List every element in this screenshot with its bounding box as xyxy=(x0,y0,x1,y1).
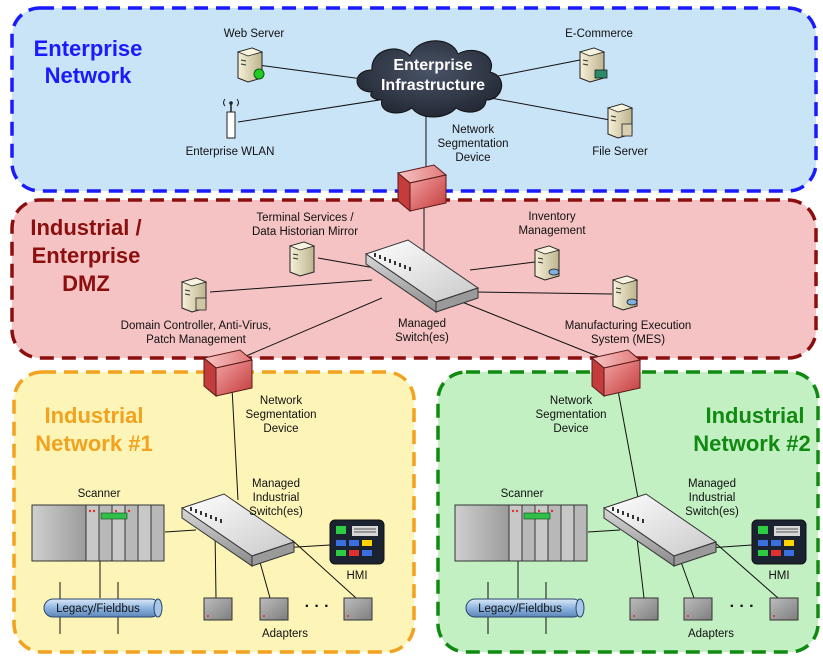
net2-segmentation-label: Network Segmentation Device xyxy=(536,395,607,435)
net2-seg-line2: Segmentation xyxy=(536,409,607,421)
scanner-rack-icon xyxy=(454,504,588,562)
net2-zone-title-line1: Industrial xyxy=(705,403,804,428)
net2-managed-industrial-switch: Managed Industrial Switch(es) xyxy=(602,478,739,567)
firewall-icon xyxy=(202,349,254,398)
dmz-zone-title-line2: Enterprise xyxy=(32,243,141,268)
domain-label-line2: Patch Management xyxy=(146,334,247,346)
server-icon xyxy=(611,275,639,311)
net2-switch-label-line3: Switch(es) xyxy=(685,506,739,518)
scanner-rack-icon xyxy=(31,504,165,562)
cloud-label-line1: Enterprise xyxy=(393,57,472,74)
enterprise-infrastructure-cloud: Enterprise Infrastructure xyxy=(356,40,502,118)
switch-icon xyxy=(364,239,480,313)
domain-label-line1: Domain Controller, Anti-Virus, xyxy=(121,320,272,332)
terminal-label-line2: Data Historian Mirror xyxy=(252,226,358,238)
hmi-panel-icon xyxy=(329,519,385,565)
net1-scanner-label: Scanner xyxy=(78,488,121,500)
cloud-label-line2: Infrastructure xyxy=(381,77,485,94)
net1-zone-title-line1: Industrial xyxy=(44,403,143,428)
enterprise-zone-title-line2: Network xyxy=(45,63,133,88)
server-icon xyxy=(578,47,608,83)
adapter-icon xyxy=(769,597,799,621)
mes-label-line2: System (MES) xyxy=(591,334,665,346)
adapter-icon xyxy=(343,597,373,621)
switch-icon xyxy=(180,493,296,567)
ecommerce-label: E-Commerce xyxy=(565,28,633,40)
net2-seg-line3: Device xyxy=(553,423,588,435)
net1-seg-line2: Segmentation xyxy=(246,409,317,421)
inventory-label-line1: Inventory xyxy=(528,211,576,223)
net1-hmi-label: HMI xyxy=(346,570,367,582)
adapter-icon xyxy=(683,597,713,621)
net1-switch-label-line2: Industrial xyxy=(253,492,300,504)
mes-node: Manufacturing Execution System (MES) xyxy=(565,275,692,346)
adapter-icon xyxy=(259,597,289,621)
adapter-icon xyxy=(629,597,659,621)
domain-controller-node: Domain Controller, Anti-Virus, Patch Man… xyxy=(121,277,272,346)
net2-hmi-label: HMI xyxy=(768,570,789,582)
server-icon xyxy=(180,277,208,313)
inventory-label-line2: Management xyxy=(518,225,586,237)
server-icon xyxy=(606,103,634,139)
file-server-label: File Server xyxy=(592,146,648,158)
dmz-switch-label-line2: Switch(es) xyxy=(395,332,449,344)
cloud-icon xyxy=(356,40,502,118)
net1-adapters-label: Adapters xyxy=(262,628,308,640)
net1-fieldbus-label: Legacy/Fieldbus xyxy=(56,603,140,615)
net1-seg-line1: Network xyxy=(260,395,302,407)
web-server-node: Web Server xyxy=(224,28,285,83)
dmz-zone-title-line3: DMZ xyxy=(62,271,110,296)
net1-segmentation-label: Network Segmentation Device xyxy=(246,395,317,435)
server-icon xyxy=(236,47,265,83)
enterprise-wlan-node: Enterprise WLAN xyxy=(186,98,275,158)
net2-adapters-label: Adapters xyxy=(688,628,734,640)
net2-switch-label-line2: Industrial xyxy=(689,492,736,504)
server-icon xyxy=(288,241,316,277)
server-icon xyxy=(533,245,561,281)
file-server-node: File Server xyxy=(592,103,648,158)
ecommerce-node: E-Commerce xyxy=(565,28,633,83)
net1-seg-line3: Device xyxy=(263,423,298,435)
seg-label-line1: Network xyxy=(452,124,494,136)
net1-managed-industrial-switch: Managed Industrial Switch(es) xyxy=(180,478,303,567)
enterprise-zone-title-line1: Enterprise xyxy=(34,36,143,61)
net1-switch-label-line1: Managed xyxy=(252,478,300,490)
dmz-zone-title-line1: Industrial / xyxy=(30,215,141,240)
net1-zone-title-line2: Network #1 xyxy=(35,431,152,456)
seg-label-line2: Segmentation xyxy=(438,138,509,150)
mes-label-line1: Manufacturing Execution xyxy=(565,320,692,332)
terminal-label-line1: Terminal Services / xyxy=(256,212,354,224)
net2-ellipsis: · · · xyxy=(730,598,755,615)
web-server-label: Web Server xyxy=(224,28,285,40)
net1-switch-label-line3: Switch(es) xyxy=(249,506,303,518)
firewall-icon xyxy=(590,349,642,398)
net1-ellipsis: · · · xyxy=(305,598,330,615)
firewall-icon xyxy=(396,164,448,213)
dmz-managed-switch: Managed Switch(es) xyxy=(364,239,480,344)
inventory-management-node: Inventory Management xyxy=(518,211,586,281)
enterprise-segmentation-label: Network Segmentation Device xyxy=(438,124,509,164)
fieldbus-cable-icon xyxy=(465,598,585,618)
switch-icon xyxy=(602,493,718,567)
terminal-services-node: Terminal Services / Data Historian Mirro… xyxy=(252,212,358,277)
net2-scanner-label: Scanner xyxy=(501,488,544,500)
fieldbus-cable-icon xyxy=(43,598,163,618)
net2-seg-line1: Network xyxy=(550,395,592,407)
dmz-switch-label-line1: Managed xyxy=(398,318,446,330)
hmi-panel-icon xyxy=(751,519,807,565)
net2-switch-label-line1: Managed xyxy=(688,478,736,490)
net2-zone-title-line2: Network #2 xyxy=(693,431,810,456)
wlan-label: Enterprise WLAN xyxy=(186,146,275,158)
adapter-icon xyxy=(203,597,233,621)
net2-fieldbus-label: Legacy/Fieldbus xyxy=(478,603,562,615)
seg-label-line3: Device xyxy=(455,152,490,164)
wireless-access-point-icon xyxy=(223,98,239,139)
